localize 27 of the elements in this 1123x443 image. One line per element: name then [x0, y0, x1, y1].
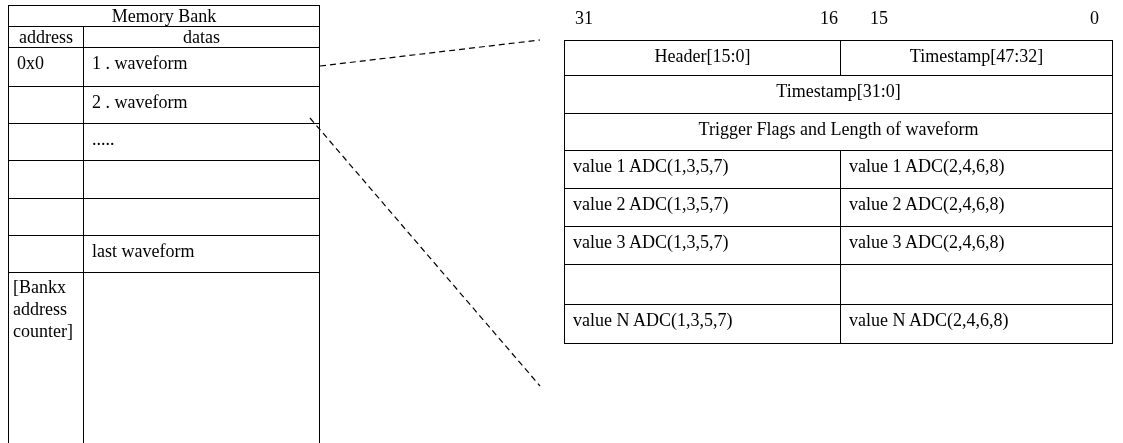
cell-text: value 1 ADC(1,3,5,7) [573, 155, 729, 178]
leader-line [309, 117, 541, 387]
bit-number: 15 [870, 8, 888, 29]
field-cell-text: Trigger Flags and Length of waveform [698, 118, 979, 141]
waveform-entry: 1 . waveform [92, 52, 188, 75]
cell-text: value N ADC(1,3,5,7) [573, 309, 733, 332]
bit-number: 31 [575, 8, 593, 29]
cell-text: value N ADC(2,4,6,8) [849, 309, 1009, 332]
column-header: datas [183, 27, 220, 48]
cell-text: value 3 ADC(1,3,5,7) [573, 231, 729, 254]
cell-text: last waveform [92, 240, 195, 263]
bit-number: 16 [820, 8, 838, 29]
cell-text: value 2 ADC(1,3,5,7) [573, 193, 729, 216]
cell-text: value 1 ADC(2,4,6,8) [849, 155, 1005, 178]
leader-line [319, 39, 541, 67]
field-cell-text: Header[15:0] [654, 45, 751, 68]
table-title: Memory Bank [111, 6, 217, 27]
cell-text: value 3 ADC(2,4,6,8) [849, 231, 1005, 254]
cell-text: [Bankx address counter] [13, 276, 74, 342]
cell-text: ..... [92, 128, 115, 151]
bit-number: 0 [1090, 8, 1099, 29]
cell-text: 0x0 [17, 52, 44, 75]
field-cell-text: Timestamp[47:32] [909, 45, 1044, 68]
cell-text: value 2 ADC(2,4,6,8) [849, 193, 1005, 216]
waveform-entry: 2 . waveform [92, 91, 188, 114]
field-cell-text: Timestamp[31:0] [776, 80, 901, 103]
column-header: address [19, 27, 73, 48]
